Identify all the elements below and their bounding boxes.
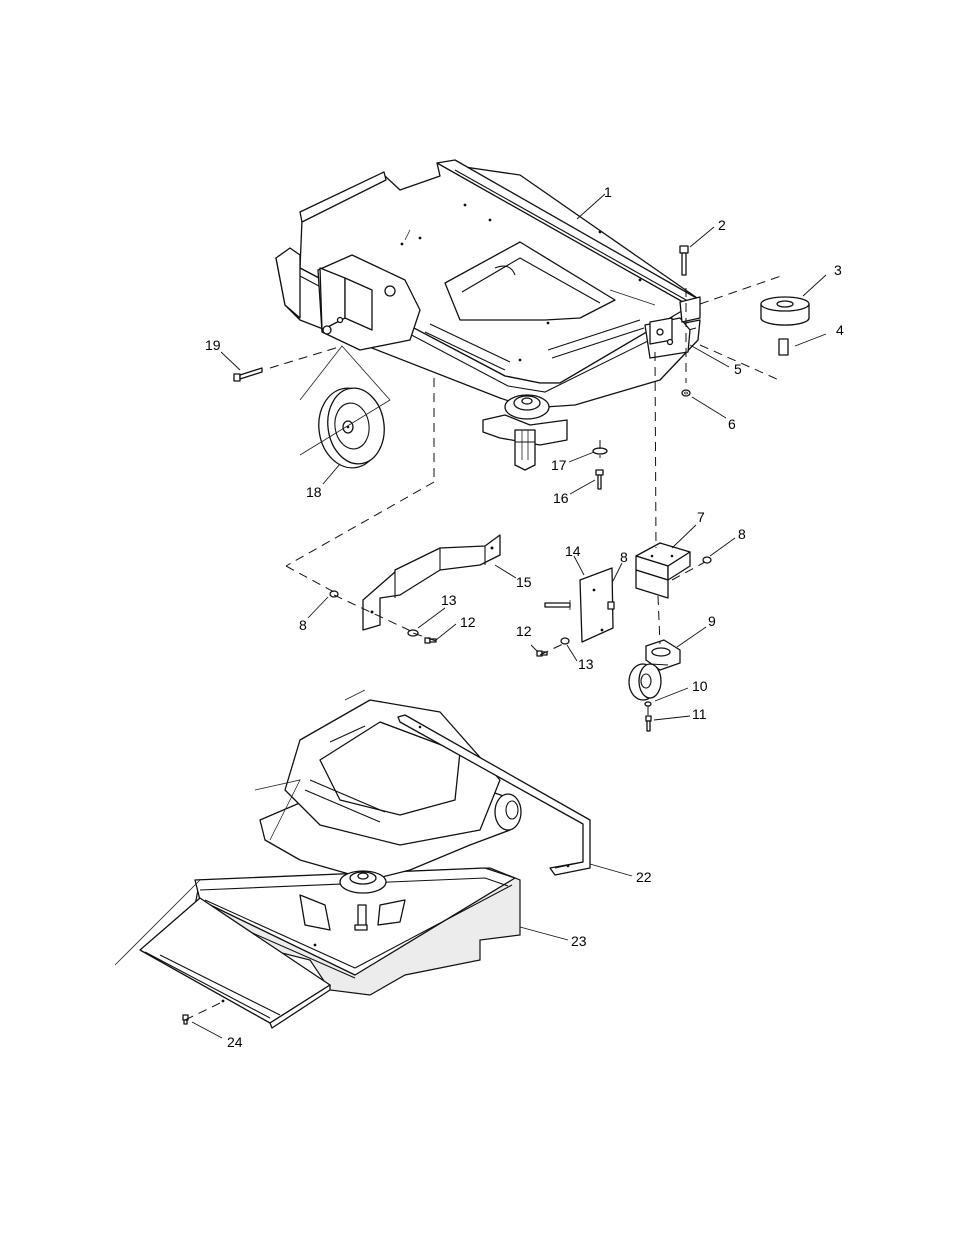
callout-8-left: 8: [299, 617, 307, 633]
callout-1: 1: [604, 184, 612, 200]
bracket-15: [363, 535, 500, 630]
callout-5: 5: [734, 361, 742, 377]
lower-assembly: [140, 700, 590, 1028]
washer-10: [645, 702, 651, 706]
callout-13-mid: 13: [578, 656, 594, 672]
callout-19: 19: [205, 337, 221, 353]
callout-10: 10: [692, 678, 708, 694]
callout-13-left: 13: [441, 592, 457, 608]
bolt-16: [596, 470, 603, 489]
callout-9: 9: [708, 613, 716, 629]
callout-23: 23: [571, 933, 587, 949]
callout-2: 2: [718, 217, 726, 233]
callout-17: 17: [551, 457, 567, 473]
caster-9: [629, 640, 680, 700]
rear-wheel-18: [314, 384, 389, 472]
axle-4: [779, 339, 788, 355]
callout-6: 6: [728, 416, 736, 432]
callout-22: 22: [636, 869, 652, 885]
callout-12-mid: 12: [516, 623, 532, 639]
bolt-19: [234, 368, 262, 381]
callout-12-left: 12: [460, 614, 476, 630]
bolt-11: [646, 716, 651, 731]
washer-13-mid: [561, 638, 569, 644]
callout-11: 11: [692, 706, 707, 722]
plate-14: [545, 568, 614, 642]
callout-18: 18: [306, 484, 322, 500]
callout-24: 24: [227, 1034, 243, 1050]
callout-4: 4: [836, 322, 844, 338]
callout-15: 15: [516, 574, 532, 590]
nut-6: [682, 390, 690, 396]
wheel-3: [761, 297, 809, 325]
bolt-2: [680, 246, 688, 275]
callout-7: 7: [697, 509, 705, 525]
callout-8-right: 8: [738, 526, 746, 542]
callout-8-mid: 8: [620, 549, 628, 565]
callout-3: 3: [834, 262, 842, 278]
bracket-7: [636, 543, 690, 598]
callout-14: 14: [565, 543, 581, 559]
callout-16: 16: [553, 490, 569, 506]
